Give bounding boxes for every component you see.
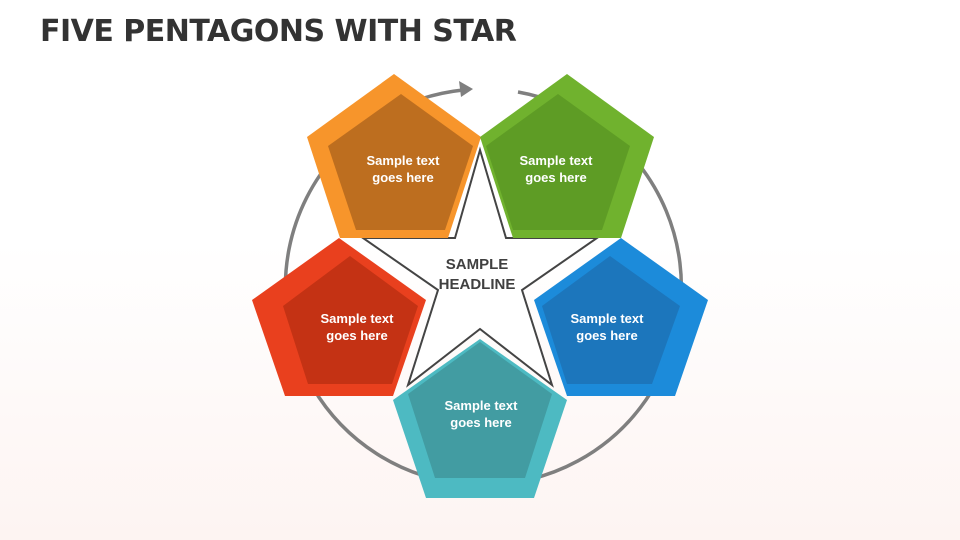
- pentagon-blue-text-line1: Sample text: [571, 311, 645, 326]
- pentagon-teal: Sample text goes here: [393, 339, 567, 498]
- pentagon-green-inner: [486, 94, 630, 230]
- arrowhead-icon: [459, 81, 473, 97]
- pentagon-orange-inner: [328, 94, 473, 230]
- pentagon-blue-text-line2: goes here: [576, 328, 637, 343]
- pentagon-teal-inner: [408, 342, 552, 478]
- headline-line2: HEADLINE: [439, 276, 516, 293]
- pentagon-blue-inner: [542, 256, 680, 384]
- pentagon-orange: Sample text goes here: [307, 74, 481, 238]
- pentagon-green: Sample text goes here: [480, 74, 654, 238]
- pentagon-red-text-line2: goes here: [326, 328, 387, 343]
- headline-line1: SAMPLE: [446, 256, 509, 273]
- pentagon-green-text-line2: goes here: [525, 170, 586, 185]
- pentagon-blue: Sample text goes here: [534, 238, 708, 396]
- pentagon-orange-text-line2: goes here: [372, 170, 433, 185]
- pentagon-orange-text-line1: Sample text: [367, 153, 441, 168]
- pentagon-green-text-line1: Sample text: [520, 153, 594, 168]
- pentagon-red-inner: [283, 256, 418, 384]
- pentagon-red: Sample text goes here: [252, 238, 426, 396]
- pentagon-red-text-line1: Sample text: [321, 311, 395, 326]
- pentagon-teal-text-line2: goes here: [450, 415, 511, 430]
- page-title: FIVE PENTAGONS WITH STAR: [40, 14, 517, 49]
- pentagon-teal-text-line1: Sample text: [445, 398, 519, 413]
